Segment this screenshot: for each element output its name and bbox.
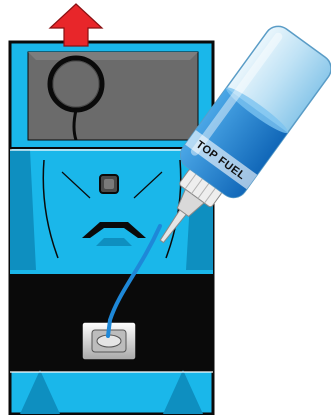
up-arrow-icon	[50, 4, 102, 46]
body-vent-square	[100, 175, 118, 193]
